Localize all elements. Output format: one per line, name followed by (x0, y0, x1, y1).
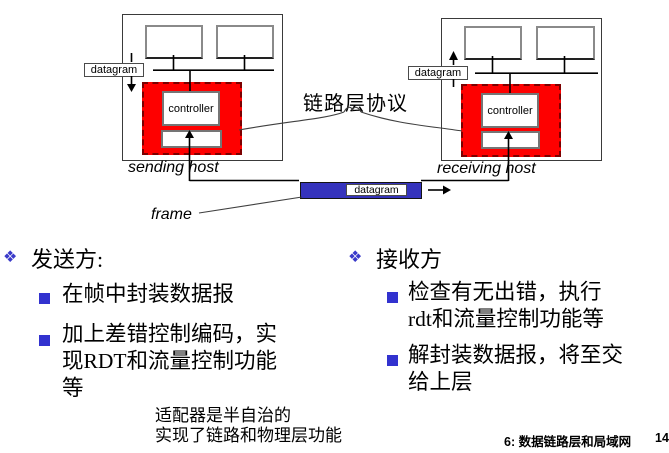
link-protocol-label: 链路层协议 (303, 93, 408, 115)
receiver-item-1: 检查有无出错，执行 rdt和流量控制功能等 (408, 279, 604, 333)
sender-item-2-line-1: 加上差错控制编码，实 (62, 322, 278, 346)
sending-monitor-2-icon (216, 25, 274, 59)
link-layer-diagram: controller datagram sending host control… (84, 14, 602, 223)
receiving-monitor-1-icon (464, 26, 522, 60)
square-bullet-icon (387, 355, 398, 366)
adapter-note-line-1: 适配器是半自治的 (155, 406, 291, 425)
diamond-bullet-icon: ❖ (3, 247, 18, 266)
receiver-item-1-line-2: rdt和流量控制功能等 (408, 307, 604, 331)
sender-item-2-line-3: 等 (62, 376, 84, 400)
footer-chapter: 6: 数据链路层和局域网 (504, 435, 632, 449)
sending-host-label: sending host (128, 159, 219, 176)
receiving-host-label: receiving host (437, 160, 536, 177)
sending-nic-box (161, 130, 222, 148)
sending-monitor-1-icon (145, 25, 203, 59)
receiving-monitor-2-icon (536, 26, 595, 60)
receiver-title: 接收方 (376, 247, 443, 272)
sender-item-2: 加上差错控制编码，实 现RDT和流量控制功能 等 (62, 321, 277, 402)
square-bullet-icon (39, 293, 50, 304)
receiver-item-2-line-2: 给上层 (408, 370, 473, 394)
frame-datagram-label: datagram (354, 184, 399, 196)
sender-item-1: 在帧中封装数据报 (62, 282, 235, 306)
frame-datagram-box: datagram (346, 184, 407, 196)
square-bullet-icon (387, 292, 398, 303)
square-bullet-icon (39, 335, 50, 346)
adapter-note: 适配器是半自治的 实现了链路和物理层功能 (155, 406, 342, 445)
receiver-item-1-line-1: 检查有无出错，执行 (408, 280, 602, 304)
sending-datagram-box: datagram (84, 63, 144, 77)
sending-controller-label: controller (168, 102, 214, 115)
receiving-controller-box: controller (481, 93, 539, 128)
adapter-note-line-2: 实现了链路和物理层功能 (155, 425, 342, 445)
receiving-datagram-box: datagram (408, 66, 468, 80)
sender-title: 发送方: (31, 247, 104, 272)
sender-item-2-line-2: 现RDT和流量控制功能 (62, 349, 278, 373)
frame-label: frame (151, 206, 192, 223)
sending-controller-box: controller (162, 91, 220, 126)
receiving-nic-box (481, 131, 540, 149)
footer-page-number: 14 (655, 431, 669, 445)
receiving-controller-label: controller (487, 104, 533, 117)
receiver-item-2-line-1: 解封装数据报，将至交 (408, 343, 624, 367)
sending-datagram-label: datagram (90, 64, 138, 76)
diamond-bullet-icon: ❖ (348, 247, 363, 266)
receiver-item-2: 解封装数据报，将至交 给上层 (408, 342, 623, 396)
receiving-datagram-label: datagram (414, 67, 462, 79)
